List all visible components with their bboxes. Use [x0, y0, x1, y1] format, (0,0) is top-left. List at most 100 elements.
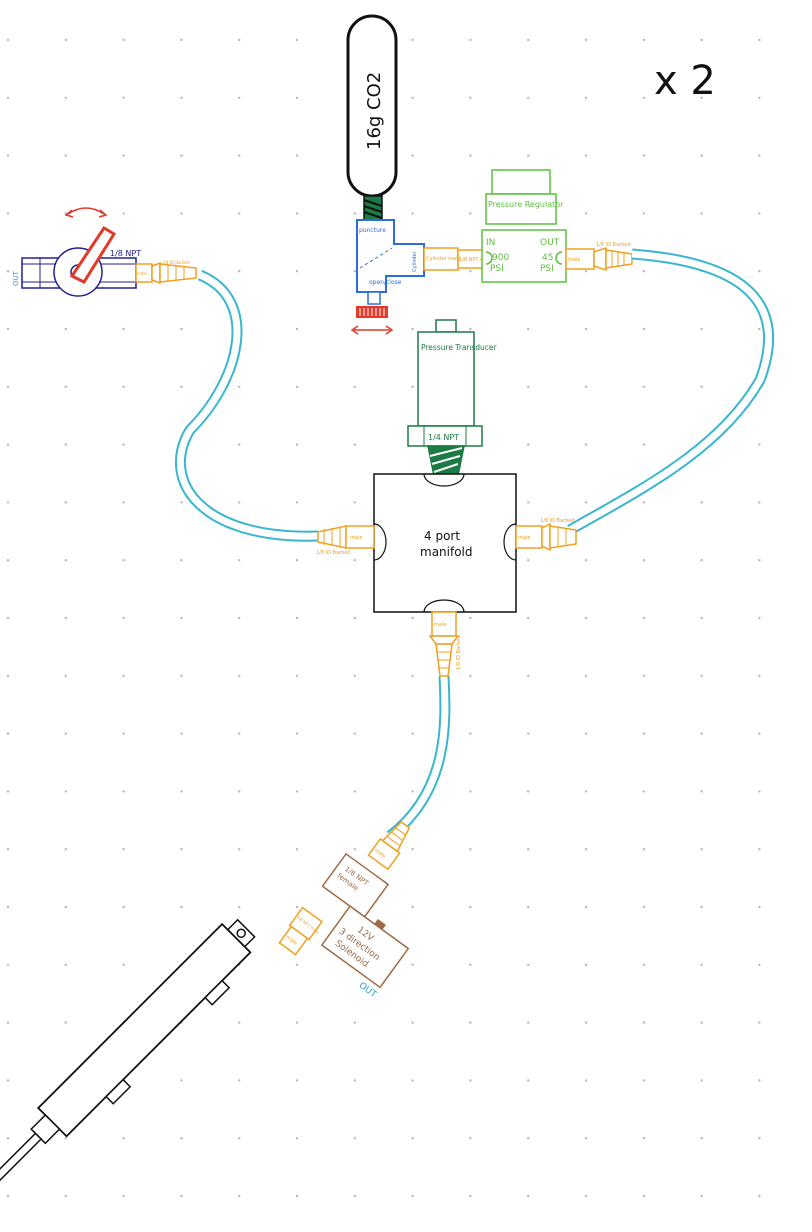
grid-dot [295, 212, 299, 215]
grid-dot [642, 327, 645, 331]
puncture-adapter: puncture open/close Cylinder [356, 219, 425, 305]
grid-dot [295, 732, 299, 735]
grid-dot [295, 1021, 299, 1024]
grid-dot [295, 501, 299, 504]
grid-dot [6, 270, 10, 273]
grid-dot [180, 1079, 183, 1082]
valve-out-label: OUT [12, 270, 20, 286]
valve-handle[interactable] [69, 225, 117, 284]
grid-dot [122, 905, 125, 909]
grid-dot [64, 790, 68, 793]
manifold-label-line1: 4 port [424, 529, 460, 543]
grid-dot [238, 732, 241, 735]
grid-dot [411, 1194, 414, 1198]
male-label-manifold-bottom: male [434, 622, 446, 628]
grid-dot [295, 385, 299, 388]
grid-dot [642, 1021, 645, 1024]
grid-dot [295, 96, 299, 100]
grid-dot [295, 1194, 299, 1198]
fitting-adapter-to-regulator: Cylinder male 1/8 NPT male [423, 247, 492, 271]
grid-dot [238, 674, 241, 677]
tubing [175, 248, 775, 841]
grid-dot [758, 96, 761, 100]
grid-dot [758, 674, 761, 677]
open-close-knob[interactable] [350, 306, 394, 335]
grid-dot [411, 154, 414, 157]
grid-dot [122, 38, 125, 42]
grid-dot [584, 1194, 588, 1198]
ball-valve[interactable]: 1/8 NPT OUT [12, 207, 141, 297]
grid-dot [700, 327, 703, 331]
grid-dot [238, 1137, 241, 1140]
grid-dot [584, 443, 588, 446]
grid-dot [642, 732, 645, 735]
grid-dot [353, 385, 356, 388]
grid-dot [584, 1021, 588, 1024]
grid-dot [122, 674, 125, 677]
grid-dot [758, 963, 761, 966]
grid-dot [353, 443, 356, 446]
grid-dot [295, 38, 299, 42]
grid-dot [6, 674, 10, 677]
grid-dot [584, 559, 588, 562]
grid-dot [411, 848, 414, 851]
grid-dot [353, 270, 356, 273]
grid-dot [642, 616, 645, 620]
grid-dot [353, 1079, 356, 1082]
grid-dot [64, 1194, 68, 1198]
regulator-out-unit: PSI [540, 264, 554, 274]
grid-dot [758, 270, 761, 273]
male-label-manifold-left: male [350, 535, 362, 541]
grid-dot [700, 96, 703, 100]
grid-dot [700, 1137, 703, 1140]
grid-dot [411, 616, 414, 620]
grid-dot [180, 212, 183, 215]
grid-dot [238, 38, 241, 42]
grid-dot [180, 154, 183, 157]
grid-dot [469, 327, 472, 331]
grid-dot [238, 848, 241, 851]
barbed-label-reg-out: 1/8 ID Barbed [596, 242, 631, 248]
grid-dot [758, 1079, 761, 1082]
pressure-regulator: Pressure Regulator IN 900 PSI OUT 45 PSI [481, 169, 567, 283]
grid-dot [295, 848, 299, 851]
grid-dot [642, 1079, 645, 1082]
grid-dot [238, 1079, 241, 1082]
grid-dot [584, 616, 588, 620]
grid-dot [758, 732, 761, 735]
grid-dot [353, 501, 356, 504]
grid-dot [180, 38, 183, 42]
grid-dot [584, 1137, 588, 1140]
grid-dot [353, 616, 356, 620]
grid-dot [353, 732, 356, 735]
grid-dot [642, 559, 645, 562]
grid-dot [700, 385, 703, 388]
grid-dot [700, 501, 703, 504]
grid-dot [122, 1194, 125, 1198]
grid-dot [238, 1194, 241, 1198]
grid-dot [584, 732, 588, 735]
grid-dot [758, 327, 761, 331]
grid-dot [469, 616, 472, 620]
grid-dot [527, 1137, 530, 1140]
grid-dot [6, 96, 10, 100]
grid-dot [6, 616, 10, 620]
grid-dot [6, 501, 10, 504]
grid-dot [6, 790, 10, 793]
grid-dot [527, 327, 530, 331]
grid-dot [527, 790, 530, 793]
grid-dot [64, 848, 68, 851]
pneumatic-cylinder [0, 918, 256, 1232]
grid-dot [700, 1021, 703, 1024]
cartridge-label: 16g CO2 [364, 72, 385, 150]
grid-dot [642, 848, 645, 851]
grid-dot [180, 674, 183, 677]
grid-dot [6, 963, 10, 966]
male-label-reg-out: male [568, 257, 580, 263]
fitting-solenoid-top: male [367, 821, 411, 871]
puncture-label: puncture [359, 227, 386, 234]
grid-dot [353, 212, 356, 215]
barbed-label-valve: 1/8 ID Barbed [162, 260, 190, 265]
cylinder-rod[interactable] [0, 1132, 43, 1232]
grid-dot [180, 1137, 183, 1140]
